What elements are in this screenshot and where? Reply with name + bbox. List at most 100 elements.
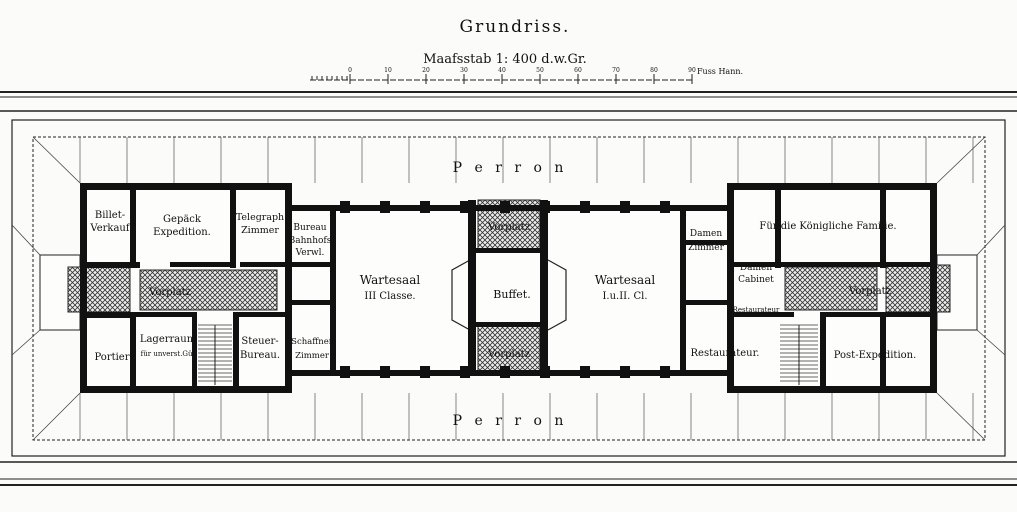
wall: [130, 312, 136, 392]
scale-caption: Maafsstab 1: 400 d.w.Gr.: [423, 52, 587, 67]
scale-tick-label: 10: [384, 67, 392, 74]
room-restaurateur-small: Restaurateur: [733, 306, 780, 314]
wall: [80, 183, 87, 393]
pillar: [500, 201, 510, 213]
wall: [880, 262, 937, 267]
platform-diagonal: [11, 329, 41, 356]
vorplatz-left-floor: [67, 266, 131, 313]
pillar: [540, 366, 550, 378]
scale-tick-label: 80: [650, 67, 658, 74]
wall: [80, 183, 292, 190]
pillar: [460, 366, 470, 378]
wall: [775, 183, 781, 268]
wall: [130, 183, 136, 268]
track-lines: [0, 91, 1017, 486]
wall: [468, 200, 476, 375]
pillar: [460, 201, 470, 213]
vorplatz-left-floor-2: [139, 269, 278, 311]
pillar: [580, 201, 590, 213]
pillar: [340, 201, 350, 213]
pillar: [580, 366, 590, 378]
scale-tick-label: 50: [536, 67, 544, 74]
vorplatz-right-floor-2: [885, 264, 951, 313]
pillar: [380, 366, 390, 378]
pillar: [620, 366, 630, 378]
room-billet: Billet-Verkauf: [89, 210, 130, 234]
wall: [468, 248, 548, 253]
wall: [80, 312, 130, 318]
platform-diagonal: [11, 224, 41, 256]
room-portier: Portier: [94, 352, 129, 363]
scale-tick-label: 0: [348, 67, 352, 74]
scale-unit: Fuss Hann.: [697, 67, 743, 76]
wall: [880, 183, 886, 268]
stairs-left: [198, 324, 232, 385]
pillar: [540, 201, 550, 213]
plan-title: Grundriss.: [460, 17, 571, 37]
platform-diagonal: [976, 329, 1006, 356]
wall: [290, 300, 330, 305]
scale-tick-label: 30: [460, 67, 468, 74]
wall: [734, 312, 794, 317]
wall: [468, 322, 548, 327]
wall: [233, 312, 239, 392]
wall: [170, 262, 230, 267]
platform-label-bottom: P e r r o n: [453, 413, 568, 429]
platform-outline: [11, 119, 1006, 457]
wall: [540, 200, 548, 375]
room-koenigliche-familie: Für die Königliche Familie.: [759, 221, 896, 232]
wall: [880, 312, 886, 392]
pillar: [660, 201, 670, 213]
wall: [135, 312, 195, 317]
pillar: [660, 366, 670, 378]
scale-tick-label: 60: [574, 67, 582, 74]
pillar: [500, 366, 510, 378]
room-restaurateur: Restaurateur.: [691, 348, 760, 359]
vorplatz-right-floor: [784, 266, 878, 311]
room-vorplatz-right: Vorplatz: [848, 286, 891, 297]
wall: [80, 262, 140, 268]
platform-diagonal: [976, 224, 1006, 256]
wall: [285, 183, 292, 393]
room-post-expedition: Post-Expedition.: [834, 350, 917, 361]
wall: [330, 205, 336, 375]
building: [39, 183, 978, 393]
wall: [230, 183, 236, 268]
room-vorplatz-top: Vorplatz: [487, 222, 530, 233]
room-steuer: Steuer-Bureau.: [240, 336, 280, 361]
scale-tick-label: 90: [688, 67, 696, 74]
wall: [680, 205, 686, 375]
wall: [80, 386, 292, 393]
wall: [820, 312, 890, 317]
wall: [240, 262, 290, 267]
pillar: [420, 201, 430, 213]
stairs-right: [780, 324, 818, 385]
platform-diagonal: [32, 136, 81, 184]
pillar: [620, 201, 630, 213]
wall: [290, 262, 330, 267]
platform-label-top: P e r r o n: [453, 160, 568, 176]
wall: [235, 312, 290, 317]
room-vorplatz-bottom: Vorplatz: [487, 349, 530, 360]
platform-diagonal: [32, 392, 81, 441]
wall: [820, 312, 826, 392]
pillar: [340, 366, 350, 378]
platform-diagonal: [936, 392, 986, 441]
room-buffet: Buffet.: [493, 288, 530, 301]
wall: [890, 312, 937, 317]
wall: [727, 183, 937, 190]
pillar: [420, 366, 430, 378]
buffet-counter: [451, 259, 567, 331]
room-vorplatz-left: Vorplatz: [148, 287, 191, 298]
wall: [192, 312, 197, 392]
wall: [930, 183, 937, 393]
